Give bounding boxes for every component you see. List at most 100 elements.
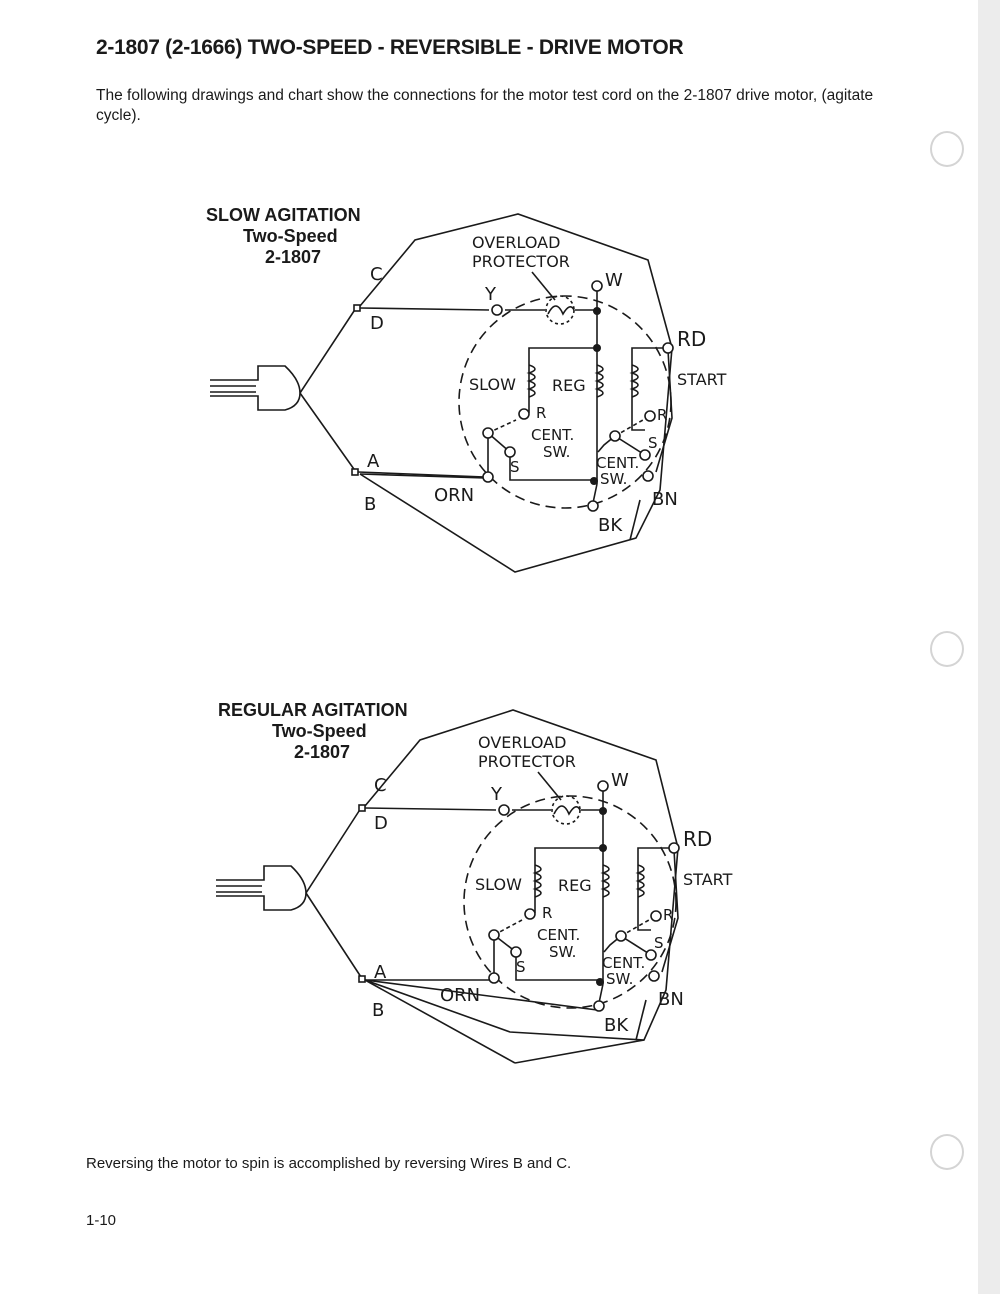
- bn-leader: [629, 499, 641, 541]
- label-cent1: CENT.: [531, 426, 574, 444]
- protector-leader: [537, 771, 562, 801]
- label-b: B: [364, 494, 376, 515]
- label-d: D: [370, 313, 384, 334]
- slow-coil: [526, 364, 536, 398]
- label-orn: ORN: [434, 485, 474, 506]
- terminal-bk: [587, 500, 599, 512]
- label-b: B: [372, 1000, 384, 1021]
- label-overload: OVERLOAD: [472, 233, 560, 252]
- label-a: A: [374, 962, 387, 983]
- junction-bk: [590, 477, 598, 485]
- terminal-cent-sw1: [488, 929, 500, 941]
- slow-winding-top-wire: [534, 847, 603, 913]
- label-bn: BN: [658, 989, 684, 1010]
- label-protector: PROTECTOR: [472, 252, 570, 271]
- terminal-cent-sw2: [615, 930, 627, 942]
- test-cord-plug: [210, 365, 301, 411]
- terminal-y: [491, 304, 503, 316]
- label-rd: RD: [683, 827, 712, 851]
- label-cent1: CENT.: [537, 926, 580, 944]
- page-title: 2-1807 (2-1666) TWO-SPEED - REVERSIBLE -…: [96, 36, 684, 59]
- label-r1: R: [536, 404, 546, 422]
- junction-windings: [599, 844, 607, 852]
- diagram-model: 2-1807: [294, 742, 350, 762]
- terminal-w: [591, 280, 603, 292]
- diagram-subheading: Two-Speed: [243, 226, 338, 246]
- terminal-rd: [662, 342, 674, 354]
- label-sw2: SW.: [600, 470, 627, 488]
- label-overload: OVERLOAD: [478, 733, 566, 752]
- motor-housing-circle: [463, 795, 677, 1009]
- label-y: Y: [484, 284, 497, 305]
- terminal-bk: [593, 1000, 605, 1012]
- label-s2: S: [654, 934, 664, 952]
- label-r2: R: [663, 906, 673, 924]
- outer-enclosure-line: [364, 709, 679, 1064]
- wire-a-to-bn: [364, 979, 645, 1041]
- terminal-a-box: [351, 468, 359, 476]
- label-slow: SLOW: [475, 875, 522, 894]
- diagram-subheading: Two-Speed: [272, 721, 367, 741]
- terminal-orn: [482, 471, 494, 483]
- bn-leader: [635, 999, 647, 1041]
- cent-sw1-lever: [493, 919, 523, 936]
- rd-bn-wire: [655, 349, 673, 473]
- reg-coil: [594, 364, 604, 398]
- junction-bk: [596, 978, 604, 986]
- cent-sw1-s-wire: [515, 952, 598, 981]
- footer-note: Reversing the motor to spin is accomplis…: [86, 1155, 572, 1172]
- wire-d-to-y: [364, 807, 497, 811]
- label-sw1: SW.: [549, 943, 576, 961]
- terminal-s2: [639, 449, 651, 461]
- plug-prongs: [216, 885, 262, 893]
- protector-bimetal: [547, 305, 575, 316]
- diagram-heading: REGULAR AGITATION: [218, 700, 408, 720]
- label-bk: BK: [598, 515, 623, 536]
- slow-coil: [532, 864, 542, 898]
- terminal-cent-sw1: [482, 427, 494, 439]
- terminal-bn: [648, 970, 660, 982]
- label-c: C: [370, 264, 383, 285]
- junction-protector: [599, 807, 607, 815]
- label-rd: RD: [677, 327, 706, 351]
- cent-sw2-s-lead: [620, 935, 652, 956]
- cent-sw1-lever: [487, 419, 517, 434]
- wire-b: [359, 473, 486, 479]
- label-cent2: CENT.: [596, 454, 639, 472]
- slow-agitation-diagram: SLOW AGITATION Two-Speed 2-1807 OVERLOAD…: [206, 205, 727, 573]
- start-coil: [629, 364, 639, 398]
- binder-hole-middle: [930, 631, 964, 667]
- page-number: 1-10: [86, 1212, 117, 1229]
- start-coil: [635, 864, 645, 898]
- cent-sw1-s-wire: [509, 452, 592, 481]
- label-sw2: SW.: [606, 970, 633, 988]
- terminal-s1: [510, 946, 522, 958]
- terminal-y: [498, 804, 510, 816]
- terminal-s2: [645, 949, 657, 961]
- label-start: START: [683, 870, 733, 889]
- reg-coil: [600, 864, 610, 898]
- diagram-heading: SLOW AGITATION: [206, 205, 361, 225]
- terminal-a-box: [358, 975, 366, 983]
- terminal-bn: [642, 470, 654, 482]
- label-a: A: [367, 451, 380, 472]
- terminal-orn: [488, 972, 500, 984]
- terminal-cent-sw2: [609, 430, 621, 442]
- label-bk: BK: [604, 1015, 629, 1036]
- bk-lead: [598, 983, 604, 1004]
- cent-sw2-s-lead: [614, 435, 646, 456]
- terminal-rd: [668, 842, 680, 854]
- test-cord-plug: [216, 865, 307, 911]
- label-bn: BN: [652, 489, 678, 510]
- wire-d-to-y: [359, 307, 490, 311]
- label-reg: REG: [558, 876, 592, 895]
- wire-a-to-orn: [357, 471, 486, 478]
- label-r2: R: [657, 406, 667, 424]
- terminal-r1: [518, 408, 530, 420]
- label-d: D: [374, 813, 388, 834]
- junction-protector: [593, 307, 601, 315]
- label-w: W: [605, 270, 623, 291]
- label-s2: S: [648, 434, 658, 452]
- label-cent2: CENT.: [602, 954, 645, 972]
- binder-hole-top: [930, 131, 964, 167]
